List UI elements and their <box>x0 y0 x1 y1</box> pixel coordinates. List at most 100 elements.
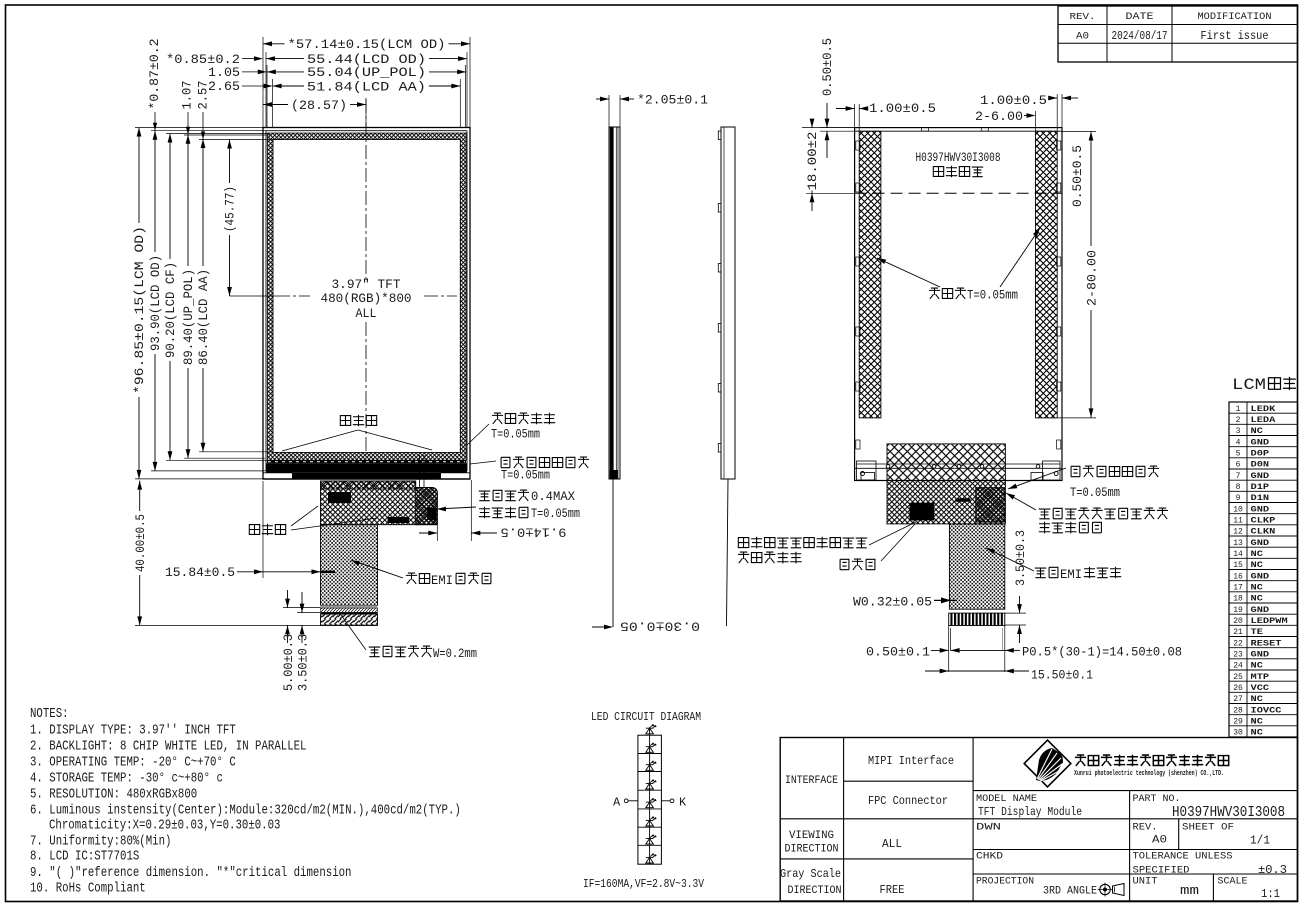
svg-text:40.00±0.5: 40.00±0.5 <box>134 514 148 572</box>
svg-text:10: 10 <box>1233 505 1243 514</box>
svg-text:MIPI Interface: MIPI Interface <box>868 754 954 768</box>
svg-text:51.84(LCD AA): 51.84(LCD AA) <box>307 79 426 94</box>
svg-text:27: 27 <box>1233 695 1243 704</box>
svg-text:LEDA: LEDA <box>1251 416 1276 425</box>
svg-text:15.50±0.1: 15.50±0.1 <box>1031 668 1093 683</box>
svg-text:3.97″ TFT: 3.97″ TFT <box>332 277 401 292</box>
svg-text:SHEET OF: SHEET OF <box>1182 822 1234 834</box>
svg-text:55.44(LCD OD): 55.44(LCD OD) <box>307 52 426 67</box>
svg-text:15: 15 <box>1233 561 1243 570</box>
svg-text:D1N: D1N <box>1251 494 1270 503</box>
svg-text:NC: NC <box>1251 695 1264 704</box>
svg-text:1.00±0.5: 1.00±0.5 <box>869 101 936 116</box>
svg-text:3RD ANGLE: 3RD ANGLE <box>1043 886 1097 898</box>
svg-text:2.57: 2.57 <box>197 81 211 110</box>
svg-text:16: 16 <box>1233 572 1243 581</box>
svg-text:6: 6 <box>1236 461 1241 470</box>
svg-text:MTP: MTP <box>1251 673 1270 682</box>
svg-text:13: 13 <box>1233 539 1243 548</box>
svg-text:8. LCD IC:ST7701S: 8. LCD IC:ST7701S <box>30 850 139 865</box>
svg-text:D0N: D0N <box>1251 461 1270 470</box>
svg-text:26: 26 <box>1233 684 1243 693</box>
svg-text:24: 24 <box>1233 662 1243 671</box>
svg-text:18: 18 <box>1233 595 1243 604</box>
svg-text:PROJECTION: PROJECTION <box>976 876 1034 888</box>
svg-text:17: 17 <box>1233 583 1243 592</box>
svg-text:19: 19 <box>1233 606 1243 615</box>
svg-text:CLKN: CLKN <box>1251 528 1276 537</box>
svg-text:LEDK: LEDK <box>1251 405 1276 414</box>
svg-text:LEDPWM: LEDPWM <box>1251 617 1288 626</box>
svg-text:SCALE: SCALE <box>1218 876 1248 888</box>
svg-text:25: 25 <box>1233 673 1243 682</box>
svg-text:LED CIRCUIT DIAGRAM: LED CIRCUIT DIAGRAM <box>591 711 701 724</box>
svg-text:ALL: ALL <box>882 837 902 851</box>
svg-text:2-6.00: 2-6.00 <box>975 109 1023 124</box>
svg-text:1: 1 <box>1236 405 1241 414</box>
svg-text:1.00±0.5: 1.00±0.5 <box>980 93 1047 108</box>
svg-text:7. Uniformity:80%(Min): 7. Uniformity:80%(Min) <box>30 835 171 850</box>
svg-text:*0.85±0.2: *0.85±0.2 <box>166 52 240 67</box>
svg-text:NC: NC <box>1251 583 1264 592</box>
svg-text:A0: A0 <box>1152 835 1167 847</box>
svg-text:22: 22 <box>1233 639 1243 648</box>
svg-text:VCC: VCC <box>1251 684 1270 693</box>
svg-text:1.07: 1.07 <box>181 81 195 110</box>
svg-text:IF=160MA,VF=2.8V~3.3V: IF=160MA,VF=2.8V~3.3V <box>583 878 704 891</box>
svg-text:1/1: 1/1 <box>1250 835 1270 848</box>
svg-text:NC: NC <box>1251 729 1264 738</box>
svg-text:23: 23 <box>1233 650 1243 659</box>
svg-text:Gray Scale: Gray Scale <box>780 867 841 881</box>
svg-text:T=0.05mm: T=0.05mm <box>531 507 580 521</box>
svg-text:K: K <box>679 796 687 810</box>
svg-text:UNIT: UNIT <box>1133 876 1158 888</box>
svg-text:0.4MAX: 0.4MAX <box>531 490 575 504</box>
svg-text:NC: NC <box>1251 595 1264 604</box>
svg-text:28: 28 <box>1233 706 1243 715</box>
svg-text:1.05: 1.05 <box>208 65 240 80</box>
svg-text:MODEL NAME: MODEL NAME <box>976 793 1037 805</box>
svg-text:12: 12 <box>1233 528 1243 537</box>
svg-text:*57.14±0.15(LCM OD): *57.14±0.15(LCM OD) <box>288 37 446 52</box>
svg-text:GND: GND <box>1251 438 1270 447</box>
svg-text:TFT Display Module: TFT Display Module <box>978 805 1082 819</box>
svg-text:H0397HWV30I3008: H0397HWV30I3008 <box>1172 804 1285 821</box>
svg-text:EMI: EMI <box>431 574 453 588</box>
svg-text:ALL: ALL <box>356 306 377 321</box>
svg-text:DATE: DATE <box>1126 12 1154 23</box>
svg-text:Xunrui photoelectric technolog: Xunrui photoelectric technology (shenzhe… <box>1074 770 1224 778</box>
svg-text:89.40(UP_POL): 89.40(UP_POL) <box>182 269 196 365</box>
svg-text:NOTES:: NOTES: <box>30 707 69 722</box>
svg-text:90.20(LCD CF): 90.20(LCD CF) <box>164 262 178 358</box>
svg-text:VIEWING: VIEWING <box>789 830 834 842</box>
svg-text:2024/08/17: 2024/08/17 <box>1112 29 1168 43</box>
svg-text:IOVCC: IOVCC <box>1251 706 1282 715</box>
svg-text:14: 14 <box>1233 550 1243 559</box>
svg-text:D1P: D1P <box>1251 483 1270 492</box>
svg-text:GND: GND <box>1251 505 1270 514</box>
svg-text:W=0.2mm: W=0.2mm <box>433 647 477 661</box>
svg-text:H0397HWV30I3008: H0397HWV30I3008 <box>916 151 1001 165</box>
svg-text:NC: NC <box>1251 561 1264 570</box>
svg-text:A: A <box>613 796 621 810</box>
svg-text:5. RESOLUTION: 480xRGBx800: 5. RESOLUTION: 480xRGBx800 <box>30 788 197 803</box>
svg-text:D0P: D0P <box>1251 449 1270 458</box>
svg-text:480(RGB)*800: 480(RGB)*800 <box>321 291 412 306</box>
svg-text:NC: NC <box>1251 550 1264 559</box>
svg-text:INTERFACE: INTERFACE <box>785 775 838 787</box>
svg-text:20: 20 <box>1233 617 1243 626</box>
svg-text:7: 7 <box>1236 472 1241 481</box>
svg-text:29: 29 <box>1233 717 1243 726</box>
svg-text:55.04(UP_POL): 55.04(UP_POL) <box>307 65 426 80</box>
svg-text:FPC Connector: FPC Connector <box>868 794 948 808</box>
svg-text:CHKD: CHKD <box>976 851 1003 863</box>
svg-text:DIRECTION: DIRECTION <box>788 885 842 897</box>
svg-text:*96.85±0.15(LCM OD): *96.85±0.15(LCM OD) <box>133 226 147 394</box>
svg-text:(28.57): (28.57) <box>291 98 347 113</box>
svg-text:PART NO.: PART NO. <box>1133 793 1181 805</box>
svg-text:T=0.05mm: T=0.05mm <box>967 289 1018 303</box>
svg-text:LCM: LCM <box>1232 376 1266 394</box>
svg-text:21: 21 <box>1233 628 1243 637</box>
svg-text:93.90(LCD OD): 93.90(LCD OD) <box>149 255 163 351</box>
svg-text:Chromaticity:X=0.29±0.03,Y=0.3: Chromaticity:X=0.29±0.03,Y=0.30±0.03 <box>49 819 280 834</box>
